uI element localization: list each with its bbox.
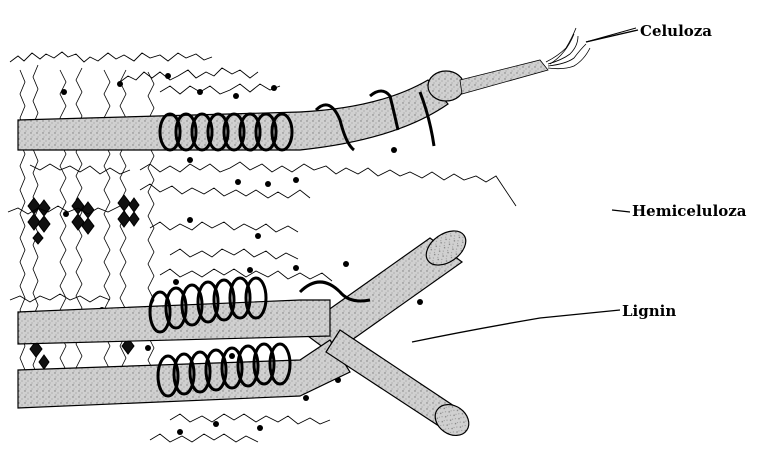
label-cellulose: Celuloza (640, 24, 712, 39)
lower-cellulose-fibers (18, 278, 475, 442)
upper-cellulose-fiber (18, 28, 636, 150)
label-lignin: Lignin (622, 304, 676, 319)
leader-cellulose (586, 30, 638, 42)
label-hemicellulose: Hemiceluloza (632, 204, 747, 219)
leader-hemicellulose (612, 210, 630, 212)
leader-lignin (412, 310, 620, 342)
